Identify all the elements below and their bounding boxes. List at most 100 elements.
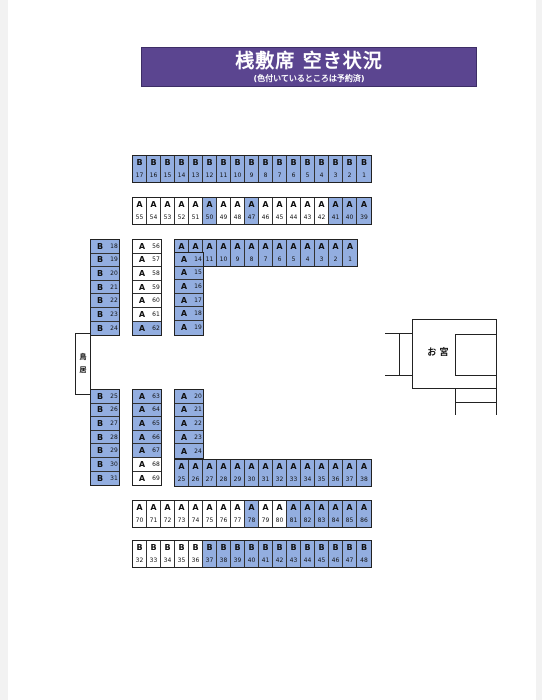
seat-B-9[interactable]: B9 xyxy=(245,156,259,182)
seat-A-18[interactable]: A18 xyxy=(175,307,203,321)
seat-A-20[interactable]: A20 xyxy=(175,390,203,404)
seat-B-15[interactable]: B15 xyxy=(161,156,175,182)
seat-A-60[interactable]: A60 xyxy=(133,294,161,308)
seat-B-37[interactable]: B37 xyxy=(203,541,217,567)
seat-B-32[interactable]: B32 xyxy=(133,541,147,567)
seat-B-14[interactable]: B14 xyxy=(175,156,189,182)
seat-A-45[interactable]: A45 xyxy=(273,198,287,224)
seat-B-8[interactable]: B8 xyxy=(259,156,273,182)
seat-B-4[interactable]: B4 xyxy=(315,156,329,182)
seat-A-39[interactable]: A39 xyxy=(357,198,371,224)
seat-A-26[interactable]: A26 xyxy=(189,460,203,486)
seat-B-2[interactable]: B2 xyxy=(343,156,357,182)
seat-A-84[interactable]: A84 xyxy=(329,501,343,527)
seat-A-25[interactable]: A25 xyxy=(175,460,189,486)
seat-A-5[interactable]: A5 xyxy=(287,240,301,266)
seat-A-69[interactable]: A69 xyxy=(133,472,161,486)
seat-B-16[interactable]: B16 xyxy=(147,156,161,182)
seat-A-77[interactable]: A77 xyxy=(231,501,245,527)
seat-A-2[interactable]: A2 xyxy=(329,240,343,266)
seat-B-48[interactable]: B48 xyxy=(357,541,371,567)
seat-A-37[interactable]: A37 xyxy=(343,460,357,486)
seat-A-40[interactable]: A40 xyxy=(343,198,357,224)
seat-B-25[interactable]: B25 xyxy=(91,390,119,404)
seat-B-17[interactable]: B17 xyxy=(133,156,147,182)
seat-B-7[interactable]: B7 xyxy=(273,156,287,182)
seat-A-33[interactable]: A33 xyxy=(287,460,301,486)
seat-A-19[interactable]: A19 xyxy=(175,320,203,335)
seat-A-81[interactable]: A81 xyxy=(287,501,301,527)
seat-B-44[interactable]: B44 xyxy=(301,541,315,567)
seat-A-55[interactable]: A55 xyxy=(133,198,147,224)
seat-A-72[interactable]: A72 xyxy=(161,501,175,527)
seat-B-19[interactable]: B19 xyxy=(91,253,119,268)
seat-B-20[interactable]: B20 xyxy=(91,267,119,281)
seat-A-64[interactable]: A64 xyxy=(133,403,161,418)
seat-B-36[interactable]: B36 xyxy=(189,541,203,567)
seat-A-49[interactable]: A49 xyxy=(217,198,231,224)
seat-B-34[interactable]: B34 xyxy=(161,541,175,567)
seat-A-24[interactable]: A24 xyxy=(175,444,203,458)
seat-A-30[interactable]: A30 xyxy=(245,460,259,486)
seat-B-22[interactable]: B22 xyxy=(91,294,119,308)
seat-A-71[interactable]: A71 xyxy=(147,501,161,527)
seat-B-10[interactable]: B10 xyxy=(231,156,245,182)
seat-A-23[interactable]: A23 xyxy=(175,430,203,445)
seat-A-9[interactable]: A9 xyxy=(231,240,245,266)
seat-B-29[interactable]: B29 xyxy=(91,444,119,458)
seat-B-11[interactable]: B11 xyxy=(217,156,231,182)
seat-A-4[interactable]: A4 xyxy=(301,240,315,266)
seat-A-58[interactable]: A58 xyxy=(133,267,161,281)
seat-B-13[interactable]: B13 xyxy=(189,156,203,182)
seat-A-52[interactable]: A52 xyxy=(175,198,189,224)
seat-B-1[interactable]: B1 xyxy=(357,156,371,182)
seat-A-41[interactable]: A41 xyxy=(329,198,343,224)
seat-A-61[interactable]: A61 xyxy=(133,308,161,322)
seat-A-46[interactable]: A46 xyxy=(259,198,273,224)
seat-A-10[interactable]: A10 xyxy=(217,240,231,266)
seat-A-32[interactable]: A32 xyxy=(273,460,287,486)
seat-B-46[interactable]: B46 xyxy=(329,541,343,567)
seat-B-5[interactable]: B5 xyxy=(301,156,315,182)
seat-A-75[interactable]: A75 xyxy=(203,501,217,527)
seat-B-41[interactable]: B41 xyxy=(259,541,273,567)
seat-B-28[interactable]: B28 xyxy=(91,430,119,445)
seat-A-62[interactable]: A62 xyxy=(133,321,161,336)
seat-A-21[interactable]: A21 xyxy=(175,403,203,418)
seat-A-7[interactable]: A7 xyxy=(259,240,273,266)
seat-B-26[interactable]: B26 xyxy=(91,403,119,418)
seat-A-83[interactable]: A83 xyxy=(315,501,329,527)
seat-B-24[interactable]: B24 xyxy=(91,321,119,336)
seat-A-66[interactable]: A66 xyxy=(133,430,161,445)
seat-A-51[interactable]: A51 xyxy=(189,198,203,224)
seat-A-65[interactable]: A65 xyxy=(133,417,161,431)
seat-A-78[interactable]: A78 xyxy=(245,501,259,527)
seat-B-18[interactable]: B18 xyxy=(91,240,119,254)
seat-A-57[interactable]: A57 xyxy=(133,254,161,268)
seat-B-39[interactable]: B39 xyxy=(231,541,245,567)
seat-A-86[interactable]: A86 xyxy=(357,501,371,527)
seat-A-48[interactable]: A48 xyxy=(231,198,245,224)
seat-B-43[interactable]: B43 xyxy=(287,541,301,567)
seat-A-16[interactable]: A16 xyxy=(175,280,203,294)
seat-A-11[interactable]: A11 xyxy=(203,240,217,266)
seat-A-42[interactable]: A42 xyxy=(315,198,329,224)
seat-B-30[interactable]: B30 xyxy=(91,457,119,472)
seat-B-31[interactable]: B31 xyxy=(91,471,119,486)
seat-B-3[interactable]: B3 xyxy=(329,156,343,182)
seat-A-63[interactable]: A63 xyxy=(133,390,161,404)
seat-B-12[interactable]: B12 xyxy=(203,156,217,182)
seat-A-56[interactable]: A56 xyxy=(133,240,161,254)
seat-A-82[interactable]: A82 xyxy=(301,501,315,527)
seat-A-79[interactable]: A79 xyxy=(259,501,273,527)
seat-A-67[interactable]: A67 xyxy=(133,444,161,458)
seat-A-76[interactable]: A76 xyxy=(217,501,231,527)
seat-A-50[interactable]: A50 xyxy=(203,198,217,224)
seat-A-85[interactable]: A85 xyxy=(343,501,357,527)
seat-A-53[interactable]: A53 xyxy=(161,198,175,224)
seat-A-38[interactable]: A38 xyxy=(357,460,371,486)
seat-B-35[interactable]: B35 xyxy=(175,541,189,567)
seat-A-47[interactable]: A47 xyxy=(245,198,259,224)
seat-B-6[interactable]: B6 xyxy=(287,156,301,182)
seat-A-6[interactable]: A6 xyxy=(273,240,287,266)
